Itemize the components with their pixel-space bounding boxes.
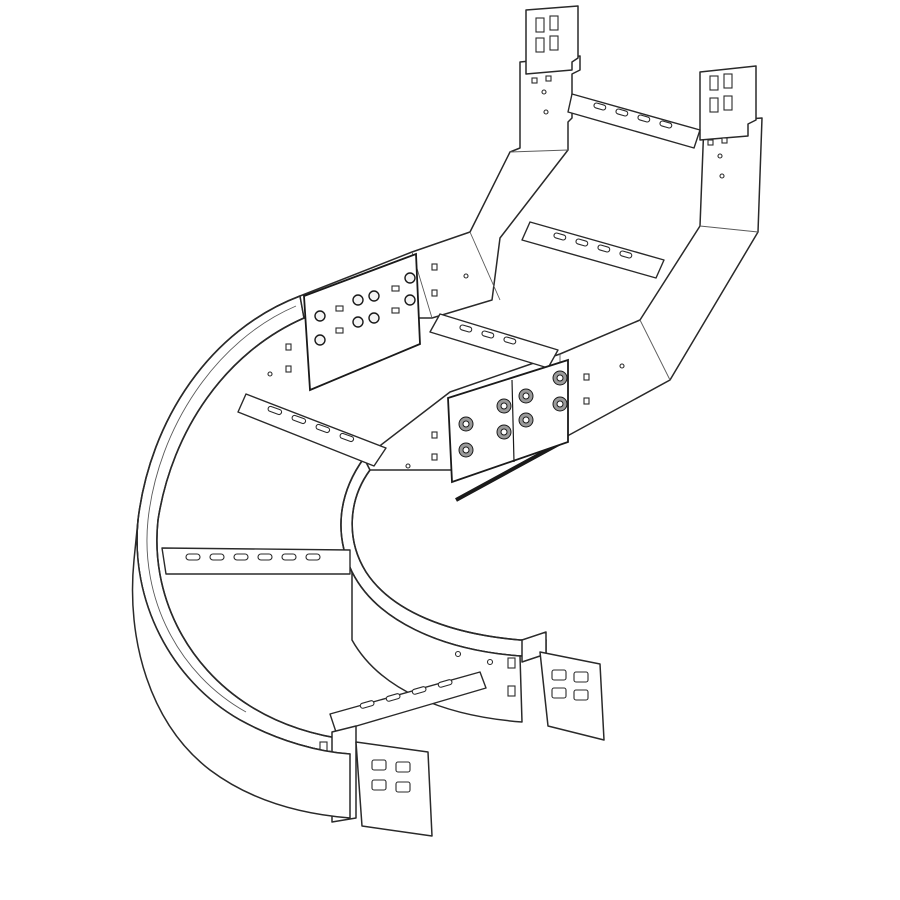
rungs: [161, 93, 701, 733]
end-connector-bottom-left: [131, 519, 433, 837]
coupler-plate-outer: [267, 252, 469, 392]
nut-group: [458, 370, 568, 458]
rung-5: [161, 547, 351, 575]
rung-3: [429, 313, 559, 369]
rung-1: [567, 93, 701, 149]
coupler-plate-inner: [405, 358, 625, 484]
rung-4: [237, 393, 387, 467]
end-connector-top-left: [525, 5, 579, 115]
rung-6: [329, 671, 487, 733]
end-connector-bottom-right: [454, 631, 605, 741]
end-connector-top-right: [699, 65, 757, 179]
rung-2: [521, 221, 665, 279]
